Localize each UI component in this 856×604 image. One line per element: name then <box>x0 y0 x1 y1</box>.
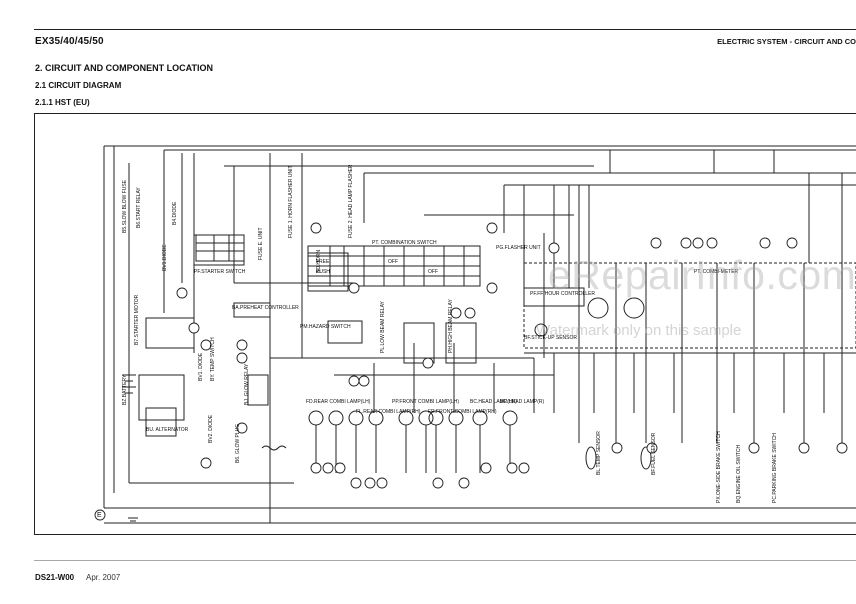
label-diode-bv2: BV2. DIODE <box>208 414 214 443</box>
document-id: DS21-W00 <box>35 573 75 582</box>
label-preheat-controller: BA.PREHEAT CONTROLLER <box>232 305 299 311</box>
switch-row-free: FREE <box>316 259 330 265</box>
label-combi-meter: PT. COMBI-METER <box>694 269 739 275</box>
label-glow-relay: BJ. GLOW RELAY <box>244 363 250 405</box>
header-rule <box>34 29 856 30</box>
label-fl-rear: FL.REAR COMBI LAMP(RH) <box>356 409 421 415</box>
label-oil-switch: BQ.ENGINE OIL SWITCH <box>736 444 742 503</box>
heading-circuit-diagram: 2.1 CIRCUIT DIAGRAM <box>35 81 122 90</box>
switch-row-push: PUSH <box>316 269 330 275</box>
footer-rule <box>34 560 856 561</box>
label-alternator: BU. ALTERNATOR <box>146 427 189 433</box>
combo-row-off-2: OFF <box>428 269 438 275</box>
label-parking-brake: PC.PARKING BRAKE SWITCH <box>772 433 778 503</box>
label-fuse-e-unit: FUSE E. UNIT <box>258 227 264 260</box>
heading-circuit-component-location: 2. CIRCUIT AND COMPONENT LOCATION <box>35 63 213 73</box>
label-fd-rear: FD.REAR COMBI LAMP(LH) <box>306 399 371 405</box>
circuit-diagram: B5.SLOW BLOW FUSE B6.START RELAY B4.DIOD… <box>94 145 856 524</box>
label-flasher-unit: PG.FLASHER UNIT <box>496 245 541 251</box>
label-combination-switch: PT. COMBINATION SWITCH <box>372 240 437 246</box>
label-bf-fuel-sensor: BF.FUEL SENSOR <box>651 432 657 475</box>
label-brake-switch: PX.ONE-SIDE BRAKE SWITCH <box>716 431 722 503</box>
label-temp-switch: BY. TEMP SWITCH <box>210 337 216 381</box>
label-hazard-switch: PM.HAZARD SWITCH <box>300 324 351 330</box>
earth-label: E <box>97 512 102 519</box>
label-bl-temp-sensor: BL.TEMP SENSOR <box>596 431 602 475</box>
label-stick-up-sensor: BF.STICK-UP SENSOR <box>524 335 577 341</box>
label-starter-motor: B7.STARTER MOTOR <box>134 294 140 345</box>
label-diode-b4: B4.DIODE <box>172 201 178 225</box>
heading-hst-eu: 2.1.1 HST (EU) <box>35 98 90 107</box>
label-bc-head-lh: BC.HEAD LAMP(LH) <box>470 399 517 405</box>
label-bc-head-rh: BC.HEAD LAMP(R) <box>500 399 545 405</box>
label-diode-bv1: BV1.DIODE <box>162 244 168 271</box>
model-title: EX35/40/45/50 <box>35 36 104 47</box>
label-fuse-head-lamp: FUSE 2. HEAD LAMP FLASHER <box>348 164 354 238</box>
label-starter-switch: PF.STARTER SWITCH <box>194 269 246 275</box>
watermark-sub: Watermark only on this sample <box>536 322 742 339</box>
label-high-beam-relay: PH.HIGH BEAM RELAY <box>448 299 454 353</box>
diagram-frame <box>34 113 856 535</box>
label-fuel-controller: PF.FF/HOUR CONTROLLER <box>530 291 595 297</box>
label-start-relay: B6.START RELAY <box>136 187 142 228</box>
combo-row-off-1: OFF <box>388 259 398 265</box>
document-date: Apr. 2007 <box>86 573 121 582</box>
label-fuse-horn: FUSE 1. HORN FLASHER UNIT <box>288 165 294 238</box>
watermark-main: eRepairInfo.com <box>548 252 856 298</box>
label-pp-front: PP.FRONT COMBI LAMP(LH) <box>392 399 459 405</box>
label-glow-plug: B6. GLOW PLUG <box>235 424 241 463</box>
label-battery: BZ.BATTERY <box>122 374 128 405</box>
label-low-beam-relay: PL.LOW BEAM RELAY <box>380 300 386 353</box>
label-horn: BD.HORN <box>316 250 322 273</box>
section-title: ELECTRIC SYSTEM - CIRCUIT AND CO <box>717 37 856 46</box>
label-diode-bv1b: BV1. DIODE <box>198 352 204 381</box>
label-slow-blow-fuse: B5.SLOW BLOW FUSE <box>122 179 128 233</box>
label-fr-front: FR.FRONT COMBI LAMP(RH) <box>428 409 497 415</box>
